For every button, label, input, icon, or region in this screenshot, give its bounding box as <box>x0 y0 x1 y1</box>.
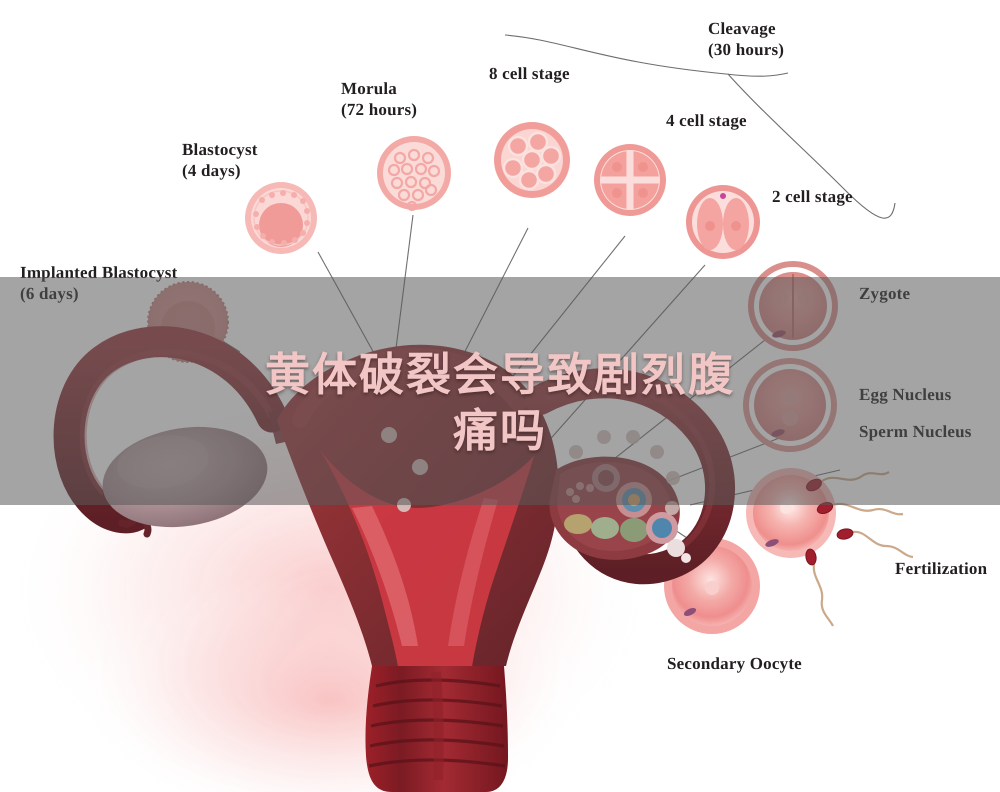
label-two-cell-stage: 2 cell stage <box>772 187 853 206</box>
label-morula: Morula(72 hours) <box>341 79 418 120</box>
label-fertilization: Fertilization <box>895 559 988 578</box>
four-cell-stage-cell <box>594 144 666 216</box>
egg-sperm-nucleus-cell <box>743 358 837 452</box>
zygote-cell <box>748 261 838 351</box>
label-four-cell-stage: 4 cell stage <box>666 111 747 130</box>
label-implanted-blastocyst: Implanted Blastocyst(6 days) <box>20 263 178 304</box>
cleavage-curve <box>504 34 896 219</box>
label-blastocyst: Blastocyst(4 days) <box>182 140 258 181</box>
blastocyst-cell <box>245 182 317 254</box>
label-cleavage: Cleavage(30 hours) <box>708 19 785 60</box>
label-egg-nucleus: Egg Nucleus <box>859 385 952 404</box>
label-secondary-oocyte: Secondary Oocyte <box>667 654 802 673</box>
label-eight-cell-stage: 8 cell stage <box>489 64 570 83</box>
two-cell-stage-cell <box>686 185 760 259</box>
eight-cell-stage-cell <box>494 122 570 198</box>
morula-cell <box>377 136 451 212</box>
label-sperm-nucleus: Sperm Nucleus <box>859 422 972 441</box>
label-zygote: Zygote <box>859 284 911 303</box>
